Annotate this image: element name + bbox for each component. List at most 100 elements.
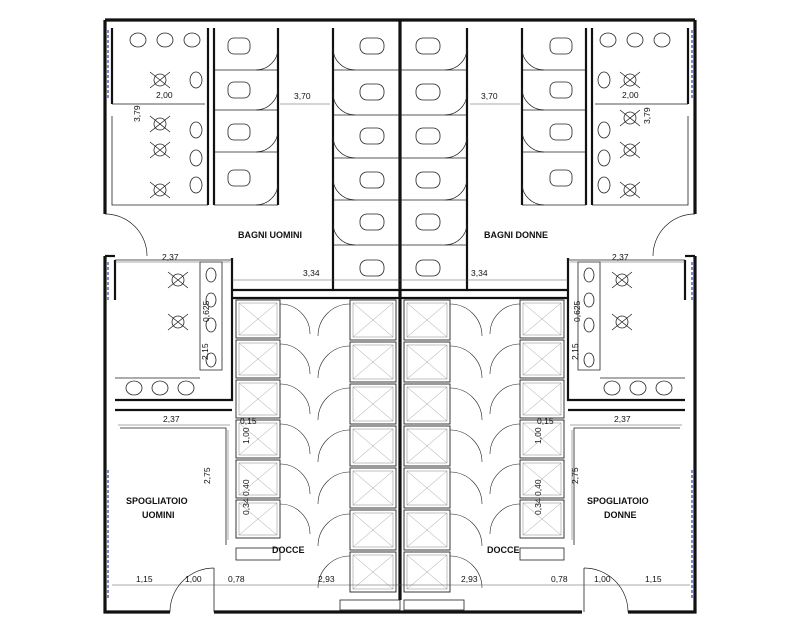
washbasin: [597, 121, 611, 139]
shower-cubicle: [403, 551, 483, 593]
dimension-label: 0,625: [201, 300, 211, 322]
room-label-men-locker-1: SPOGLIATOIO: [126, 496, 188, 506]
shower-cubicle: [235, 499, 311, 539]
person-symbol: [619, 141, 641, 159]
dimension-label: 1,00: [533, 427, 543, 444]
toilet: [415, 37, 441, 55]
person-symbol: [611, 313, 633, 331]
outer-walls: [103, 18, 697, 614]
shower-cubicle: [403, 383, 483, 425]
washbasin: [597, 71, 611, 89]
washbasin: [597, 176, 611, 194]
toilet: [359, 213, 385, 231]
dimension-label: 0,40: [241, 479, 251, 496]
glass-partitions: [107, 30, 693, 600]
dimension-label: 0,78: [551, 574, 568, 584]
toilet: [359, 127, 385, 145]
washbasin: [151, 380, 169, 396]
toilet: [549, 169, 573, 187]
person-symbol: [619, 181, 641, 199]
toilet: [549, 37, 573, 55]
shower-cubicle: [489, 339, 565, 379]
shower-cubicle: [317, 509, 397, 551]
dimension-label: 0,15: [240, 416, 257, 426]
dimension-label: 2,93: [318, 574, 335, 584]
shower-bench: [235, 547, 281, 561]
washbasin: [583, 317, 595, 333]
dimension-label: 2,00: [156, 90, 173, 100]
shower-cubicle: [489, 419, 565, 459]
shower-cubicle: [317, 551, 397, 593]
toilet: [227, 169, 251, 187]
shower-cubicle: [317, 425, 397, 467]
dimension-label: 1,15: [645, 574, 662, 584]
toilet: [549, 81, 573, 99]
shower-cubicle: [317, 299, 397, 341]
washbasin: [189, 121, 203, 139]
dimension-label: 0,15: [537, 416, 554, 426]
room-label-women-locker-1: SPOGLIATOIO: [587, 496, 649, 506]
shower-cubicle: [317, 341, 397, 383]
shower-cubicle: [235, 299, 311, 339]
washbasin: [205, 352, 217, 368]
shower-cubicle: [489, 499, 565, 539]
dimension-label: 3,79: [132, 105, 142, 122]
men-entrance-door: [104, 213, 148, 257]
dimension-label: 2,75: [202, 467, 212, 484]
washbasin: [156, 32, 174, 48]
dimension-label: 0,34: [241, 498, 251, 515]
dimension-label: 0,34: [533, 498, 543, 515]
dimension-label: 3,70: [481, 91, 498, 101]
dimension-label: 3,34: [303, 268, 320, 278]
dimension-label: 2,15: [200, 343, 210, 360]
shower-blocks: [235, 299, 565, 611]
person-symbol: [149, 181, 171, 199]
dimension-label: 3,34: [471, 268, 488, 278]
washbasin: [129, 32, 147, 48]
men-dressing-basins: [113, 258, 234, 402]
shower-cubicle: [235, 419, 311, 459]
washbasin: [626, 32, 644, 48]
shower-cubicle: [489, 459, 565, 499]
washbasin: [189, 149, 203, 167]
men-basin-block: [103, 20, 210, 214]
toilet: [359, 259, 385, 277]
dimension-label: 2,00: [622, 90, 639, 100]
dimension-label: 3,79: [642, 107, 652, 124]
shower-cubicle: [235, 459, 311, 499]
shower-cubicle: [489, 379, 565, 419]
washbasin: [583, 292, 595, 308]
washbasin: [189, 176, 203, 194]
shower-cubicle: [317, 383, 397, 425]
room-label-women-locker-2: DONNE: [604, 510, 637, 520]
room-label-men-locker-2: UOMINI: [142, 510, 175, 520]
shower-cubicle: [489, 299, 565, 339]
dimension-label: 1,00: [185, 574, 202, 584]
dimension-label: 2,37: [612, 252, 629, 262]
dimension-label: 2,37: [162, 252, 179, 262]
dimension-label: 2,93: [461, 574, 478, 584]
washbasin: [189, 71, 203, 89]
room-label-women-wc: BAGNI DONNE: [484, 230, 548, 240]
washbasin: [597, 149, 611, 167]
washbasin: [177, 380, 195, 396]
toilet: [549, 123, 573, 141]
dimension-label: 2,75: [570, 467, 580, 484]
toilet: [415, 127, 441, 145]
toilet: [415, 171, 441, 189]
shower-bench: [403, 599, 465, 611]
dimension-label: 1,00: [594, 574, 611, 584]
dimension-lines: [112, 103, 690, 586]
shower-cubicle: [403, 299, 483, 341]
dimension-label: 2,37: [614, 414, 631, 424]
central-wc-stalls: [331, 28, 469, 290]
dimension-label: 0,625: [572, 300, 582, 322]
shower-cubicle: [403, 425, 483, 467]
dimension-label: 3,70: [294, 91, 311, 101]
men-wc-stalls: [212, 28, 280, 206]
washbasin: [655, 380, 673, 396]
person-symbol: [149, 141, 171, 159]
women-dressing-basins: [566, 258, 687, 402]
room-label-showers-left: DOCCE: [272, 545, 305, 555]
